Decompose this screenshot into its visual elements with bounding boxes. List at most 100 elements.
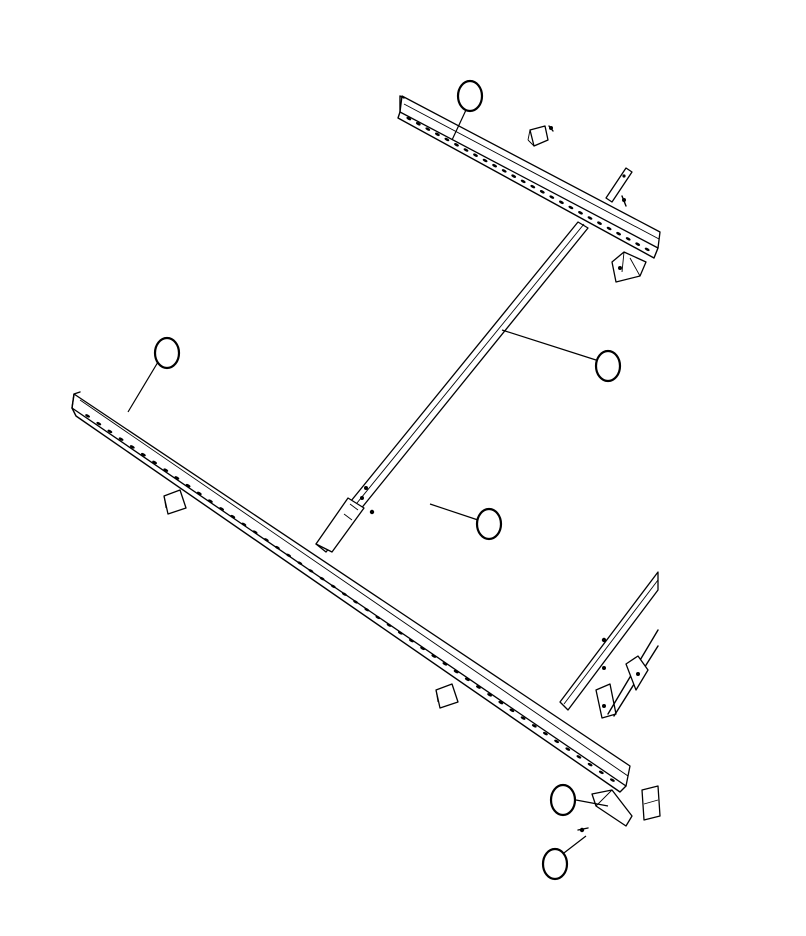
- rail-slot: [185, 483, 191, 488]
- rail-slot: [539, 190, 545, 194]
- callout-bolt: [541, 847, 569, 881]
- rail-slot: [568, 205, 574, 210]
- right-edge-clip: [641, 785, 661, 821]
- rail-slot: [587, 762, 593, 767]
- rail-slot: [442, 662, 448, 666]
- rail-slot: [275, 545, 280, 550]
- right-side-frame: [559, 571, 659, 719]
- rail-slot: [308, 569, 314, 573]
- callout-end-bracket: [549, 783, 577, 817]
- rail-slot: [319, 576, 325, 581]
- rail-slot: [598, 770, 604, 775]
- rail-slot: [129, 445, 135, 449]
- callout-top-rail: [456, 79, 484, 113]
- top-hanger-bracket: [611, 251, 647, 283]
- cross-member: [315, 221, 589, 553]
- rail-slot: [520, 179, 526, 184]
- callout-cross-member: [594, 349, 622, 383]
- left-clip-bracket: [163, 489, 187, 515]
- rail-slot: [498, 700, 504, 705]
- leader-cross-member: [501, 329, 597, 361]
- rail-slot: [263, 538, 269, 542]
- rail-slot: [397, 631, 403, 635]
- rail-slot: [559, 200, 564, 204]
- rail-slot: [487, 693, 492, 697]
- rail-slot: [482, 158, 488, 163]
- callout-center: [475, 507, 503, 541]
- rail-slot: [406, 116, 412, 121]
- rail-slot: [174, 476, 180, 480]
- rail-slot: [415, 122, 421, 126]
- rail-slot: [330, 584, 336, 589]
- rail-slot: [531, 724, 537, 728]
- rail-slot: [543, 731, 548, 736]
- long-slotted-rail: [71, 391, 631, 793]
- end-bracket: [591, 789, 633, 827]
- rail-slot: [597, 221, 602, 225]
- rail-slot: [431, 654, 437, 658]
- rail-slot: [196, 491, 202, 496]
- rail-slot: [606, 226, 612, 231]
- leader-bolt: [559, 835, 587, 857]
- leader-top-rail: [451, 109, 467, 141]
- rail-slot: [511, 174, 517, 178]
- rail-slot: [118, 437, 124, 441]
- end-bolt: [577, 827, 589, 833]
- rail-slot: [435, 132, 440, 136]
- rail-slot: [530, 184, 536, 189]
- rail-slot: [96, 421, 102, 426]
- rail-slot: [644, 247, 650, 252]
- rail-slot: [454, 143, 459, 147]
- rail-slot: [492, 164, 497, 168]
- rail-slot: [464, 677, 470, 682]
- rail-slot: [625, 237, 631, 241]
- rail-slot: [286, 553, 291, 558]
- rail-slot: [353, 600, 358, 604]
- rail-slot: [364, 607, 370, 612]
- rail-slot: [141, 452, 146, 457]
- rail-slot: [425, 127, 431, 131]
- top-clip-bracket: [527, 125, 549, 147]
- rail-slot: [578, 211, 583, 215]
- rail-slot: [409, 638, 414, 643]
- rail-slot: [587, 216, 593, 220]
- leader-long-rail: [127, 361, 159, 413]
- rail-slot: [635, 242, 641, 246]
- rail-slot: [241, 522, 247, 527]
- leader-center: [429, 503, 479, 521]
- rail-slot: [501, 169, 507, 173]
- rail-slot: [297, 561, 303, 565]
- rail-slot: [610, 778, 615, 782]
- rail-slot: [476, 685, 481, 689]
- top-slotted-rail: [397, 95, 661, 259]
- rail-slot: [420, 646, 425, 651]
- rail-slot: [208, 499, 213, 503]
- rail-slot: [453, 669, 459, 674]
- rail-slot: [219, 507, 224, 511]
- rail-slot: [342, 592, 347, 596]
- top-screw: [548, 125, 554, 132]
- rail-slot: [444, 137, 450, 142]
- rail-slot: [107, 429, 113, 434]
- rail-slot: [616, 232, 621, 236]
- rail-slot: [549, 195, 555, 199]
- rail-slot: [230, 514, 236, 519]
- lower-clip-bracket: [435, 683, 459, 709]
- rail-slot: [386, 623, 392, 627]
- rail-slot: [473, 153, 478, 157]
- leader-end-bracket: [575, 799, 609, 807]
- top-right-post: [605, 167, 633, 207]
- rail-slot: [152, 460, 157, 465]
- rail-slot: [509, 708, 515, 713]
- callout-long-rail: [153, 336, 181, 370]
- rail-slot: [463, 148, 469, 152]
- rail-slot: [252, 530, 258, 534]
- rail-slot: [565, 747, 571, 751]
- rail-slot: [163, 468, 169, 472]
- rail-slot: [554, 739, 559, 744]
- rail-slot: [520, 716, 526, 720]
- rail-slot: [375, 615, 381, 620]
- rail-slot: [85, 414, 90, 418]
- rail-slot: [576, 755, 582, 759]
